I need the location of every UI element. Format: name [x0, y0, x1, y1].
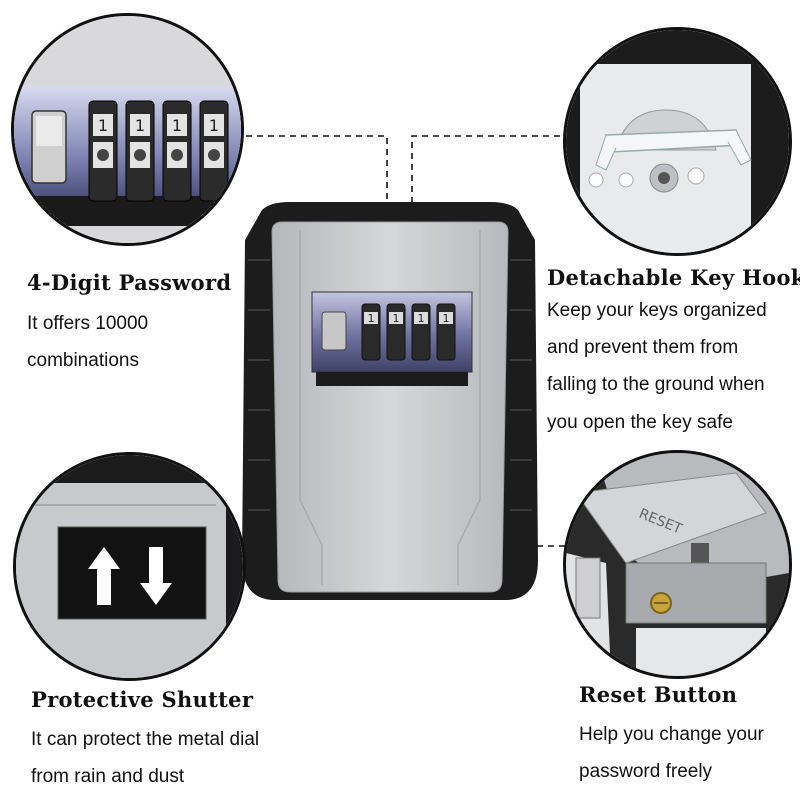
- hook-title: Detachable Key Hook: [547, 265, 800, 290]
- up-arrow-icon: [88, 547, 120, 605]
- closeup-digit-3: 1: [172, 116, 182, 135]
- closeup-digit-4: 1: [209, 116, 219, 135]
- shutter-desc-line: It can protect the metal dial: [31, 729, 260, 750]
- hook-desc-line: falling to the ground when: [547, 374, 765, 395]
- password-desc-line: combinations: [27, 350, 139, 371]
- dial-digit-2: 1: [393, 312, 400, 325]
- leader-line-hook: [411, 135, 560, 470]
- key-hook-closeup: [563, 27, 792, 256]
- dial-digit-3: 1: [418, 312, 425, 325]
- hook-desc-line: and prevent them from: [547, 337, 739, 358]
- reset-desc-line: Help you change your: [579, 724, 764, 745]
- hook-desc-line: you open the key safe: [547, 412, 733, 433]
- password-title: 4-Digit Password: [27, 270, 232, 295]
- key-lock-box: 1 1 1 1: [242, 202, 538, 600]
- password-closeup: 1 1 1 1: [11, 13, 244, 246]
- reset-closeup: RESET: [563, 450, 792, 679]
- dial-digit-4: 1: [443, 312, 450, 325]
- reset-desc-line: password freely: [579, 761, 713, 782]
- reset-title: Reset Button: [579, 682, 738, 707]
- shutter-closeup: [13, 452, 246, 681]
- dial-digit-1: 1: [368, 312, 375, 325]
- closeup-digit-1: 1: [98, 116, 108, 135]
- hook-desc-line: Keep your keys organized: [547, 300, 767, 321]
- shutter-title: Protective Shutter: [31, 687, 254, 712]
- shutter-desc-line: from rain and dust: [31, 766, 185, 787]
- down-arrow-icon: [140, 547, 172, 605]
- closeup-digit-2: 1: [135, 116, 145, 135]
- password-desc-line: It offers 10000: [27, 313, 149, 334]
